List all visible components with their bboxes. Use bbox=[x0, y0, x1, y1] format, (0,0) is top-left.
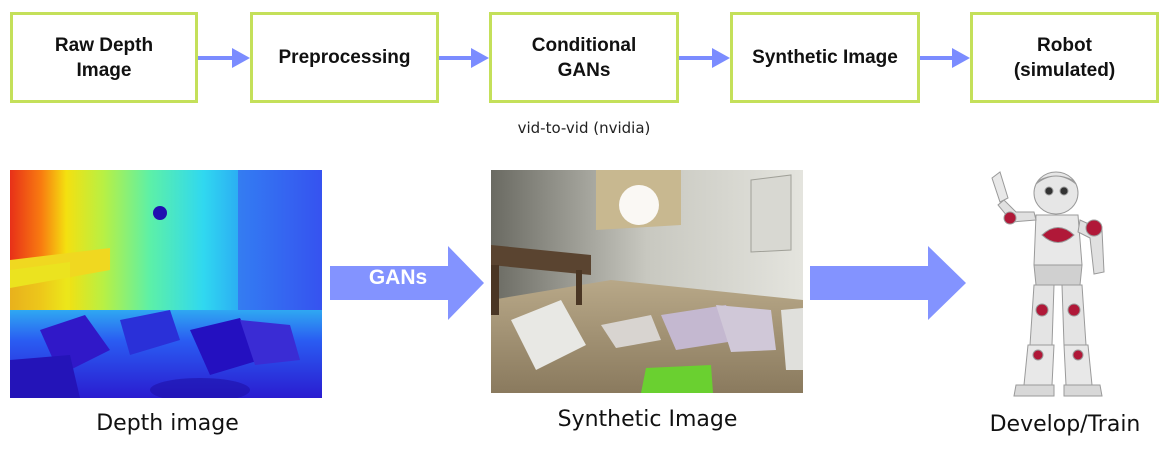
pipeline-arrows bbox=[198, 48, 970, 68]
synthetic-image bbox=[491, 170, 803, 393]
caption-develop-train: Develop/Train bbox=[989, 412, 1141, 437]
gans-arrow-label: GANs bbox=[368, 266, 428, 289]
depth-image bbox=[10, 170, 322, 398]
step-robot-simulated: Robot (simulated) bbox=[970, 12, 1159, 103]
arrow-raw-to-preprocessing bbox=[198, 48, 250, 68]
step-raw-depth-image: Raw Depth Image bbox=[10, 12, 198, 103]
gans-note: vid-to-vid (nvidia) bbox=[517, 119, 651, 137]
step-synthetic-image: Synthetic Image bbox=[730, 12, 920, 103]
caption-synthetic-image: Synthetic Image bbox=[557, 407, 738, 432]
robot-image bbox=[991, 171, 1105, 397]
arrow-gans-to-synthetic bbox=[679, 48, 730, 68]
arrow-preprocessing-to-gans bbox=[439, 48, 489, 68]
caption-depth-image: Depth image bbox=[96, 411, 239, 436]
step-preprocessing: Preprocessing bbox=[250, 12, 439, 103]
gans-arrow bbox=[330, 246, 484, 320]
arrow-synthetic-to-robot bbox=[920, 48, 970, 68]
train-arrow bbox=[810, 246, 966, 320]
step-conditional-gans: Conditional GANs bbox=[489, 12, 679, 103]
